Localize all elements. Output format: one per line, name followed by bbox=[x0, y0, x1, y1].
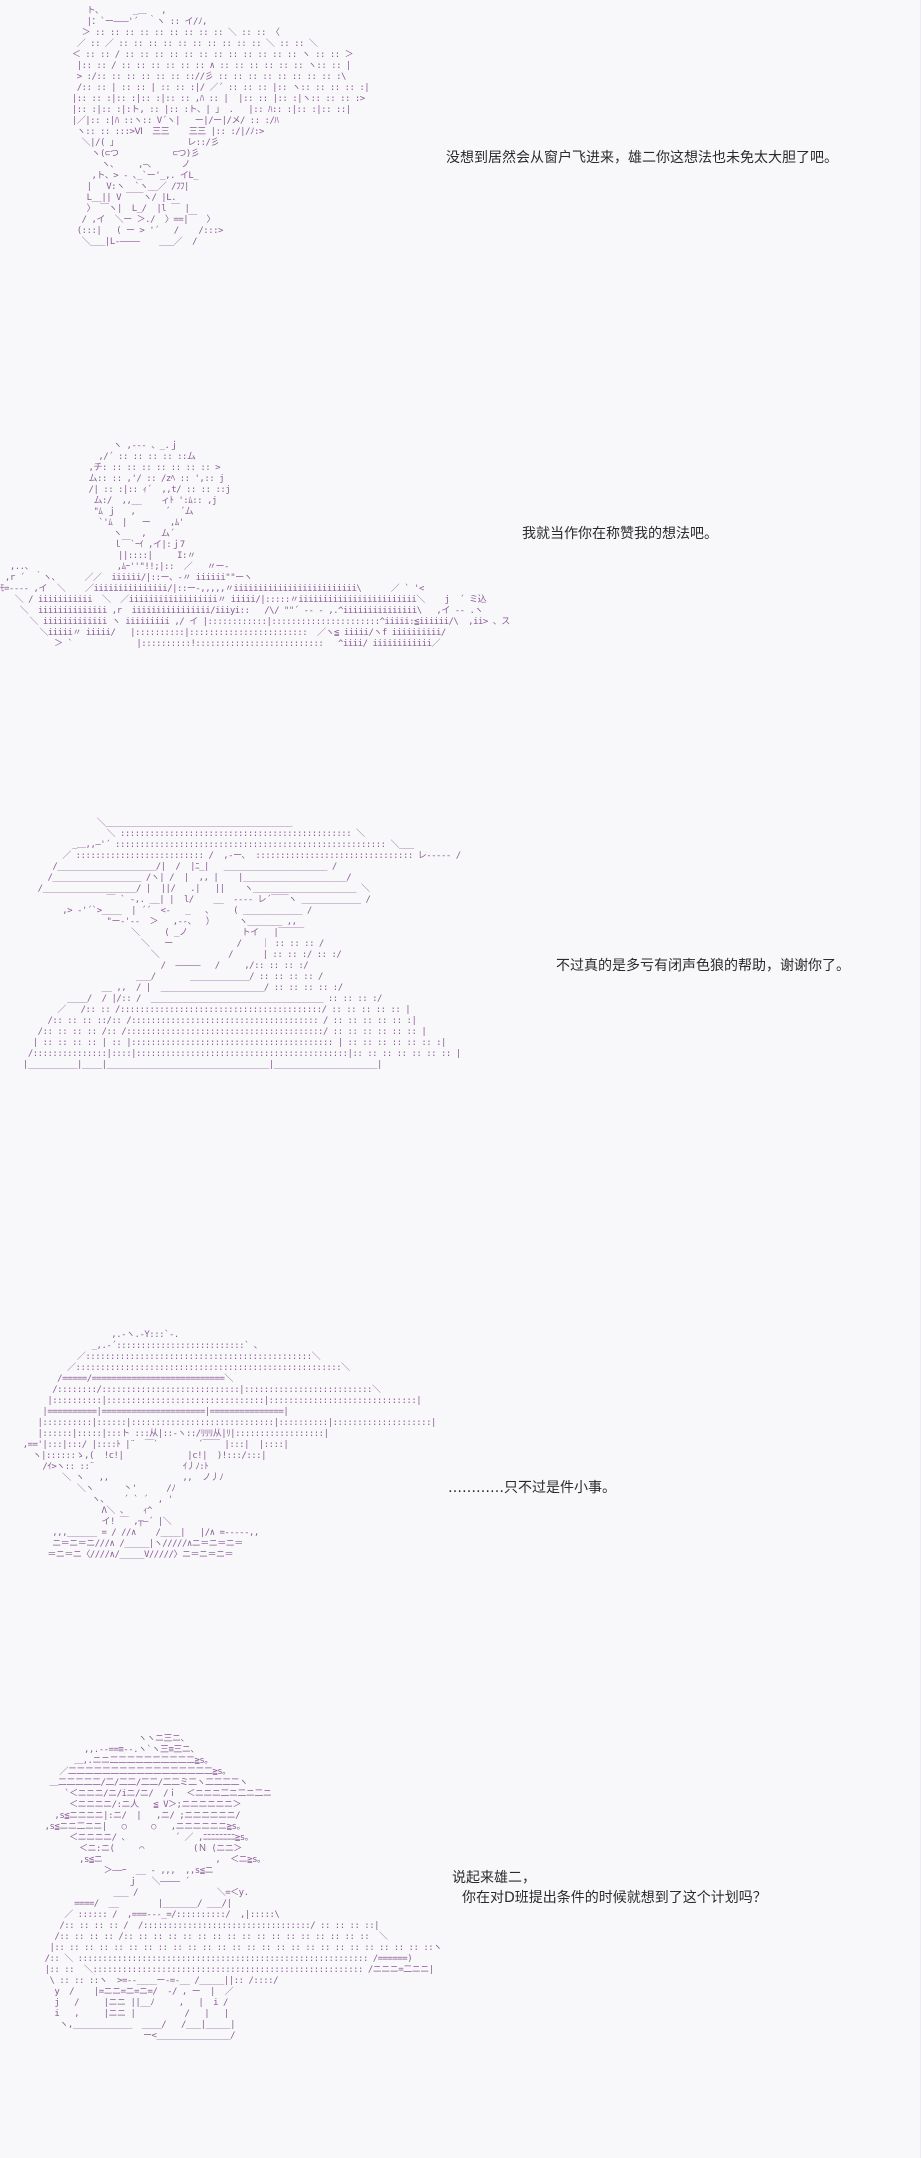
ascii-art-character-3: ＼______________________________________ … bbox=[22, 818, 461, 1070]
ascii-art-character-4: ,.-ヽ.-Y:::`-. _,.-´:::::::::::::::::::::… bbox=[22, 1330, 437, 1560]
ascii-art-character-5: ヽヽニ三ニ、 ,,.--==≡--.ヽ`ヽ三≡三ニ、 ＿,.ニニ二二二二二二二二… bbox=[44, 1734, 443, 2041]
dialogue-bubble-5: 说起来雄二， 你在对D班提出条件的时候就想到了这个计划吗？ bbox=[452, 1868, 767, 1908]
panel-1: ト、 _＿ , |：`ー―――'´ ｀ヽ :: イ/ﾉ, ＞ :: :: :: … bbox=[0, 0, 921, 410]
dialogue-line: …………只不过是件小事。 bbox=[448, 1480, 616, 1496]
ascii-art-character-2: ヽ ,--- 、_.ｊ ,/´ :: :: :: :: ::ム ,チ: :: :… bbox=[0, 441, 510, 649]
dialogue-bubble-1: 没想到居然会从窗户飞进来，雄二你这想法也未免太大胆了吧。 bbox=[446, 148, 838, 168]
ascii-art-character-1: ト、 _＿ , |：`ー―――'´ ｀ヽ :: イ/ﾉ, ＞ :: :: :: … bbox=[71, 6, 370, 247]
panel-4: ,.-ヽ.-Y:::`-. _,.-´:::::::::::::::::::::… bbox=[0, 1310, 921, 1710]
dialogue-line: 说起来雄二， bbox=[452, 1870, 536, 1886]
dialogue-bubble-3: 不过真的是多亏有闭声色狼的帮助，谢谢你了。 bbox=[556, 956, 850, 976]
panel-2: ヽ ,--- 、_.ｊ ,/´ :: :: :: :: ::ム ,チ: :: :… bbox=[0, 410, 921, 810]
panel-3: ＼______________________________________ … bbox=[0, 810, 921, 1310]
dialogue-line: 不过真的是多亏有闭声色狼的帮助，谢谢你了。 bbox=[556, 958, 850, 974]
dialogue-line: 你在对D班提出条件的时候就想到了这个计划吗？ bbox=[462, 1890, 767, 1906]
dialogue-line: 我就当作你在称赞我的想法吧。 bbox=[522, 526, 718, 542]
dialogue-line: 没想到居然会从窗户飞进来，雄二你这想法也未免太大胆了吧。 bbox=[446, 150, 838, 166]
panel-5: ヽヽニ三ニ、 ,,.--==≡--.ヽ`ヽ三≡三ニ、 ＿,.ニニ二二二二二二二二… bbox=[0, 1710, 921, 2158]
dialogue-bubble-2: 我就当作你在称赞我的想法吧。 bbox=[522, 524, 718, 544]
dialogue-bubble-4: …………只不过是件小事。 bbox=[448, 1478, 616, 1498]
